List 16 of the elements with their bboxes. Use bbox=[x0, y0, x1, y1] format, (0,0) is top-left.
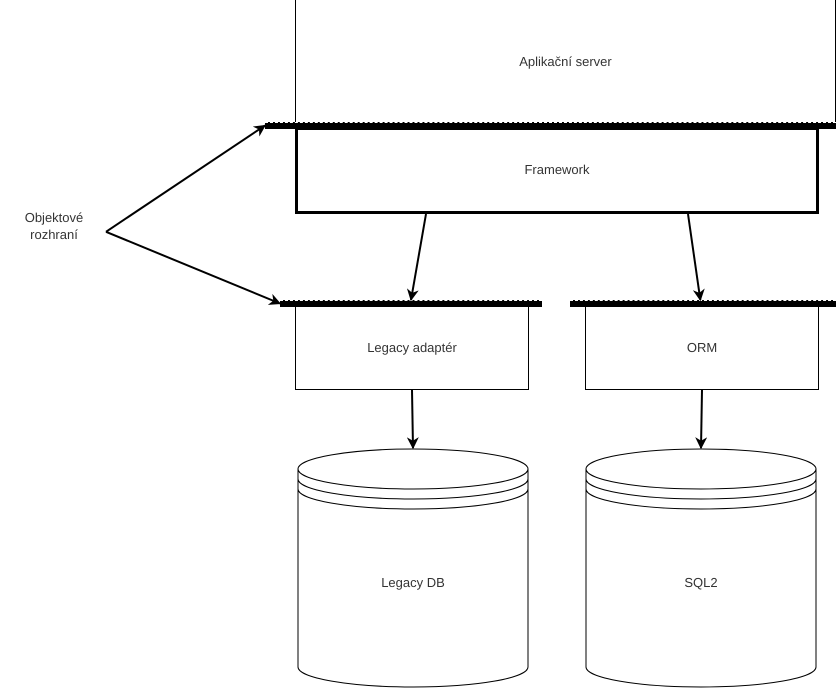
arrow bbox=[106, 230, 282, 305]
node-label: Aplikační server bbox=[519, 54, 612, 70]
node-label: Legacy adaptér bbox=[367, 340, 457, 356]
node-label: Framework bbox=[524, 162, 590, 179]
process-box bbox=[585, 306, 819, 390]
arrow bbox=[105, 124, 266, 233]
annotation-text: Objektové rozhraní bbox=[24, 210, 84, 244]
node-label: ORM bbox=[686, 340, 718, 356]
process-box bbox=[295, 306, 529, 390]
arrow bbox=[406, 390, 419, 450]
framework-box bbox=[295, 127, 819, 214]
node-label: Legacy DB bbox=[381, 574, 445, 592]
node-label: SQL2 bbox=[684, 574, 718, 592]
arrow bbox=[687, 214, 705, 302]
arrow bbox=[406, 214, 427, 302]
arrow bbox=[695, 390, 708, 450]
